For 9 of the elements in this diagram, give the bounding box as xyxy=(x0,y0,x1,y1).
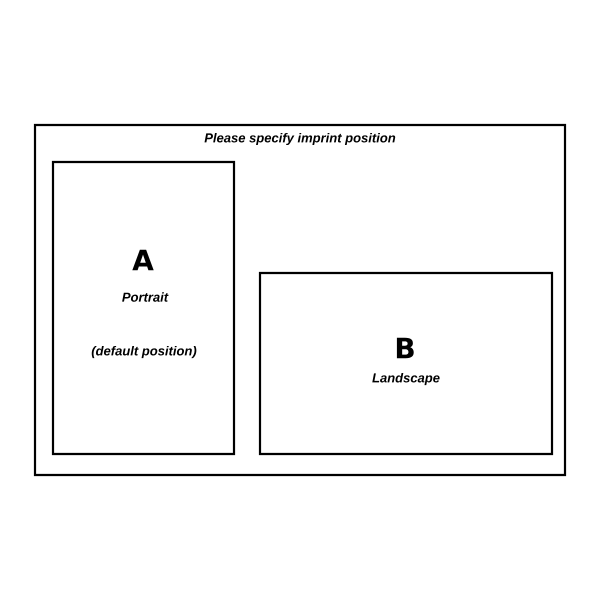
letter-label: A xyxy=(132,250,154,270)
position-box xyxy=(258,272,554,456)
caption-text: Landscape xyxy=(372,372,440,386)
letter-label: B xyxy=(396,338,414,358)
caption-text: Portrait xyxy=(122,292,169,302)
frame-box xyxy=(34,124,566,476)
caption-text: (default position) xyxy=(92,346,196,358)
position-box xyxy=(52,160,236,456)
heading: Please specify imprint position xyxy=(204,132,396,146)
